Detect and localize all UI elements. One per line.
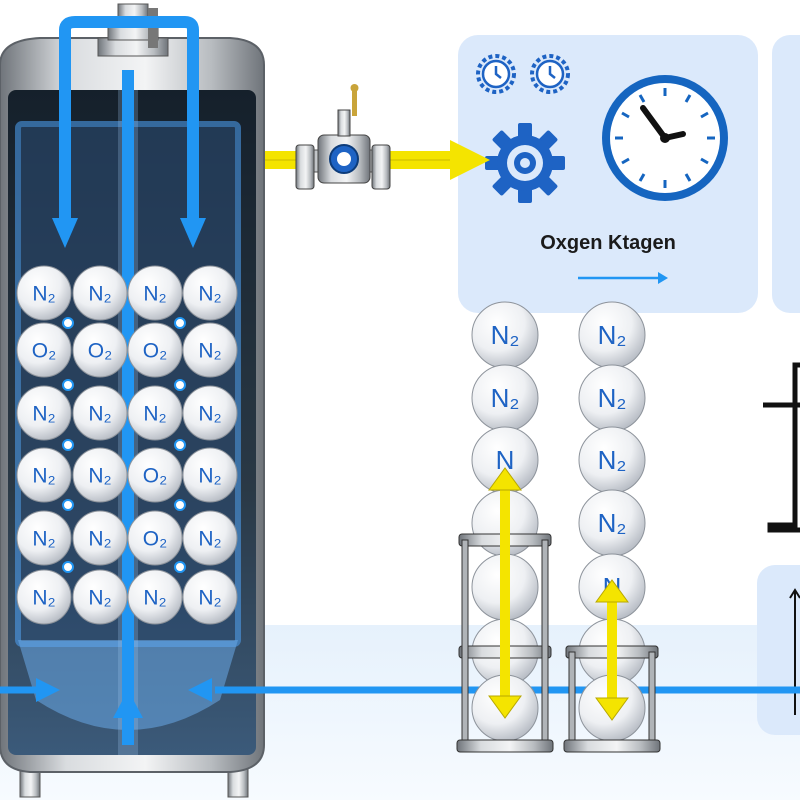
column-molecule: N₂ [578, 301, 646, 369]
connector-dot [174, 379, 186, 391]
column-molecule: N₂ [578, 364, 646, 432]
molecule-label: O₂ [143, 340, 168, 363]
molecule-label: O₂ [143, 465, 168, 488]
connector-dot [62, 379, 74, 391]
tank-molecule: N₂ [72, 385, 128, 441]
tank-molecule: N₂ [16, 385, 72, 441]
panel-label: Oxgen Ktagen [540, 232, 676, 254]
gear-clock-icon-2 [530, 54, 570, 94]
tank-molecule: O₂ [16, 322, 72, 378]
molecule-label: N₂ [198, 587, 221, 610]
molecule-label: N₂ [598, 383, 627, 413]
connector-dot [62, 317, 74, 329]
molecule-label: N₂ [491, 383, 520, 413]
connector-dot [174, 317, 186, 329]
gear-icon [485, 123, 565, 203]
connector-dot [174, 561, 186, 573]
tank-molecule: N₂ [127, 265, 183, 321]
tank-molecule: O₂ [72, 322, 128, 378]
molecule-label: N₂ [32, 587, 55, 610]
column-molecule: N₂ [471, 301, 539, 369]
right-gauge-icon [763, 362, 800, 533]
column-molecule: N₂ [578, 426, 646, 494]
molecule-label: N₂ [88, 403, 111, 426]
molecule-label: N₂ [32, 465, 55, 488]
molecule-label: N₂ [598, 320, 627, 350]
blue-flow-pipes [59, 16, 199, 745]
molecule-label: N₂ [32, 528, 55, 551]
molecule-label: O₂ [88, 340, 113, 363]
tank-molecules: N₂ N₂ N₂ N₂ O₂ O₂ O₂ N₂ N₂ N₂ N₂ N₂ N₂ N₂ O₂ N₂ N₂ N₂ O₂ N₂… [16, 265, 238, 625]
molecule-label: N₂ [198, 283, 221, 306]
molecule-label: N₂ [598, 508, 627, 538]
tank-molecule: N₂ [182, 385, 238, 441]
connector-dot [62, 439, 74, 451]
connector-dot [62, 561, 74, 573]
column-molecule: N₂ [471, 364, 539, 432]
molecule-label: N [496, 445, 515, 475]
molecule-label: N₂ [88, 528, 111, 551]
tank-molecule: N₂ [182, 447, 238, 503]
blue-arrowheads [52, 218, 206, 718]
tank-molecule: N₂ [127, 569, 183, 625]
yellow-double-arrow [595, 579, 629, 721]
right-panel-top [772, 35, 800, 313]
molecule-label: N₂ [143, 403, 166, 426]
tank-molecule: N₂ [72, 265, 128, 321]
arrow-right-icon [578, 272, 668, 284]
right-chart-icon [789, 588, 800, 715]
tank-molecule: N₂ [182, 322, 238, 378]
molecule-label: O₂ [143, 528, 168, 551]
molecule-column-left: N₂ N₂ N [456, 301, 554, 753]
column-molecule: N₂ [578, 489, 646, 557]
molecule-label: N₂ [198, 403, 221, 426]
molecule-label: N₂ [198, 528, 221, 551]
tank-molecule: N₂ [16, 569, 72, 625]
molecule-label: N₂ [491, 320, 520, 350]
column-molecule: N [471, 426, 539, 494]
tank-molecule: N₂ [182, 569, 238, 625]
tank-molecule: N₂ [16, 265, 72, 321]
gear-clock-icon-1 [476, 54, 516, 94]
yellow-double-arrow [488, 467, 522, 719]
molecule-label: N₂ [32, 403, 55, 426]
connector-dot [174, 499, 186, 511]
tank-molecule: N₂ [16, 447, 72, 503]
tank-molecule: O₂ [127, 322, 183, 378]
connector-dot [62, 499, 74, 511]
connector-dot [174, 439, 186, 451]
molecule-label: N₂ [32, 283, 55, 306]
tank-molecule: N₂ [72, 569, 128, 625]
valve-icon [295, 84, 391, 190]
tank-molecule: O₂ [127, 447, 183, 503]
tank-top-fitting [97, 3, 169, 57]
molecule-label: N₂ [198, 340, 221, 363]
clock-icon [602, 75, 728, 201]
molecule-label: N₂ [88, 587, 111, 610]
tank-molecule: N₂ [16, 510, 72, 566]
molecule-label: N₂ [88, 283, 111, 306]
tank-molecule: N₂ [182, 510, 238, 566]
molecule-label: N₂ [143, 587, 166, 610]
molecule-label: O₂ [32, 340, 57, 363]
molecule-label: N₂ [143, 283, 166, 306]
molecule-label: N₂ [198, 465, 221, 488]
molecule-label: N₂ [598, 445, 627, 475]
tank-molecule: N₂ [182, 265, 238, 321]
molecule-label: N₂ [88, 465, 111, 488]
tank-molecule: N₂ [72, 447, 128, 503]
tank-molecule: N₂ [72, 510, 128, 566]
tank-molecule: N₂ [127, 385, 183, 441]
tank-molecule: O₂ [127, 510, 183, 566]
